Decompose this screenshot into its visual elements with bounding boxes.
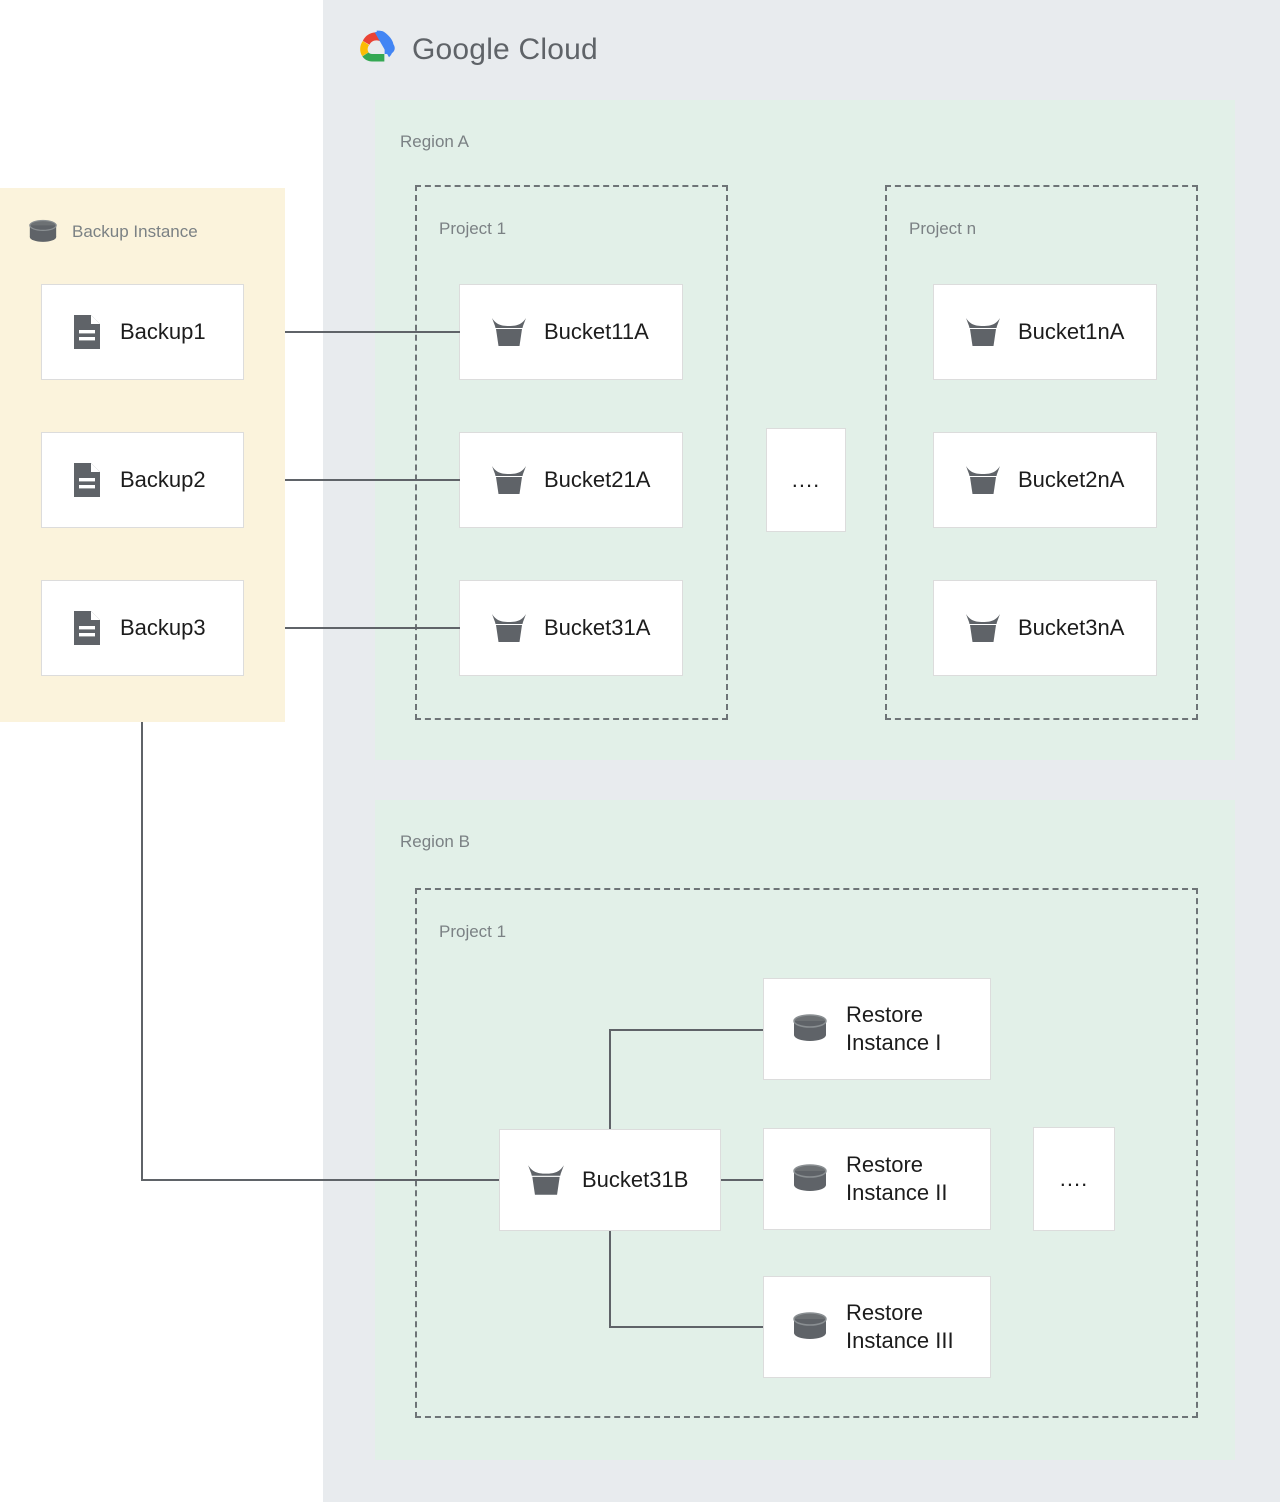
database-cylinder-icon bbox=[29, 219, 57, 242]
document-icon bbox=[74, 611, 100, 645]
card-bucket3na[interactable]: Bucket3nA bbox=[933, 580, 1157, 676]
region-a-project-1-label: Project 1 bbox=[439, 219, 507, 238]
storage-bucket-icon bbox=[528, 1165, 564, 1195]
region-b-project-1-label: Project 1 bbox=[439, 922, 507, 941]
document-icon bbox=[74, 463, 100, 497]
card-label: Restore Instance I bbox=[846, 1002, 942, 1055]
connector-bucket31b-to-restore3-horizontal bbox=[609, 1326, 764, 1328]
backup-instance-label: Backup Instance bbox=[72, 222, 198, 241]
card-label: Bucket31B bbox=[582, 1167, 689, 1193]
region-b-ellipsis-card: .... bbox=[1033, 1127, 1115, 1231]
storage-bucket-icon bbox=[492, 466, 526, 494]
card-label: Bucket11A bbox=[544, 319, 649, 345]
region-a-ellipsis-card: .... bbox=[766, 428, 846, 532]
ellipsis-label: .... bbox=[791, 467, 821, 492]
connector-backup3-to-bucket31b-horizontal bbox=[141, 1179, 500, 1181]
card-label: Backup1 bbox=[120, 319, 206, 345]
connector-bucket31b-to-restore2 bbox=[720, 1179, 764, 1181]
region-b-project-1-box: Project 1 bbox=[415, 888, 1198, 1418]
google-cloud-logo-icon bbox=[360, 30, 395, 62]
database-cylinder-icon bbox=[793, 1312, 827, 1339]
connector-bucket31b-to-restore1-horizontal bbox=[609, 1029, 764, 1031]
card-label: Restore Instance III bbox=[846, 1300, 954, 1353]
card-label: Backup3 bbox=[120, 615, 206, 641]
card-label: Bucket1nA bbox=[1018, 319, 1125, 345]
card-bucket31a[interactable]: Bucket31A bbox=[459, 580, 683, 676]
database-cylinder-icon bbox=[793, 1014, 827, 1041]
region-a-project-1-box: Project 1 bbox=[415, 185, 728, 720]
card-label: Bucket2nA bbox=[1018, 467, 1125, 493]
connector-backup1-to-bucket11a bbox=[244, 331, 460, 333]
connector-bucket31b-to-restore1-vertical bbox=[609, 1029, 611, 1130]
card-backup3[interactable]: Backup3 bbox=[41, 580, 244, 676]
card-bucket11a[interactable]: Bucket11A bbox=[459, 284, 683, 380]
google-cloud-wordmark: Google Cloud bbox=[412, 33, 598, 66]
ellipsis-label: .... bbox=[1059, 1166, 1089, 1191]
card-bucket31b[interactable]: Bucket31B bbox=[499, 1129, 721, 1231]
google-cloud-branding: Google Cloud bbox=[354, 30, 598, 70]
connector-bucket31b-to-restore3-vertical bbox=[609, 1230, 611, 1328]
card-label: Bucket31A bbox=[544, 615, 651, 641]
storage-bucket-icon bbox=[492, 614, 526, 642]
document-icon bbox=[74, 315, 100, 349]
connector-backup3-to-bucket31b-vertical bbox=[141, 676, 143, 1181]
storage-bucket-icon bbox=[492, 318, 526, 346]
card-label: Restore Instance II bbox=[846, 1152, 948, 1205]
card-restore-instance-i[interactable]: Restore Instance I bbox=[763, 978, 991, 1080]
card-label: Bucket21A bbox=[544, 467, 651, 493]
card-label: Bucket3nA bbox=[1018, 615, 1125, 641]
storage-bucket-icon bbox=[966, 466, 1000, 494]
connector-backup3-to-bucket31a bbox=[244, 627, 460, 629]
card-backup1[interactable]: Backup1 bbox=[41, 284, 244, 380]
region-a-label: Region A bbox=[400, 132, 469, 151]
region-a-project-n-label: Project n bbox=[909, 219, 977, 238]
storage-bucket-icon bbox=[966, 614, 1000, 642]
card-backup2[interactable]: Backup2 bbox=[41, 432, 244, 528]
card-bucket2na[interactable]: Bucket2nA bbox=[933, 432, 1157, 528]
card-bucket1na[interactable]: Bucket1nA bbox=[933, 284, 1157, 380]
card-restore-instance-ii[interactable]: Restore Instance II bbox=[763, 1128, 991, 1230]
region-b-label: Region B bbox=[400, 832, 470, 851]
card-bucket21a[interactable]: Bucket21A bbox=[459, 432, 683, 528]
storage-bucket-icon bbox=[966, 318, 1000, 346]
backup-instance-header: Backup Instance bbox=[26, 218, 198, 246]
connector-backup2-to-bucket21a bbox=[244, 479, 460, 481]
database-cylinder-icon bbox=[793, 1164, 827, 1191]
region-a-project-n-box: Project n bbox=[885, 185, 1198, 720]
card-label: Backup2 bbox=[120, 467, 206, 493]
card-restore-instance-iii[interactable]: Restore Instance III bbox=[763, 1276, 991, 1378]
